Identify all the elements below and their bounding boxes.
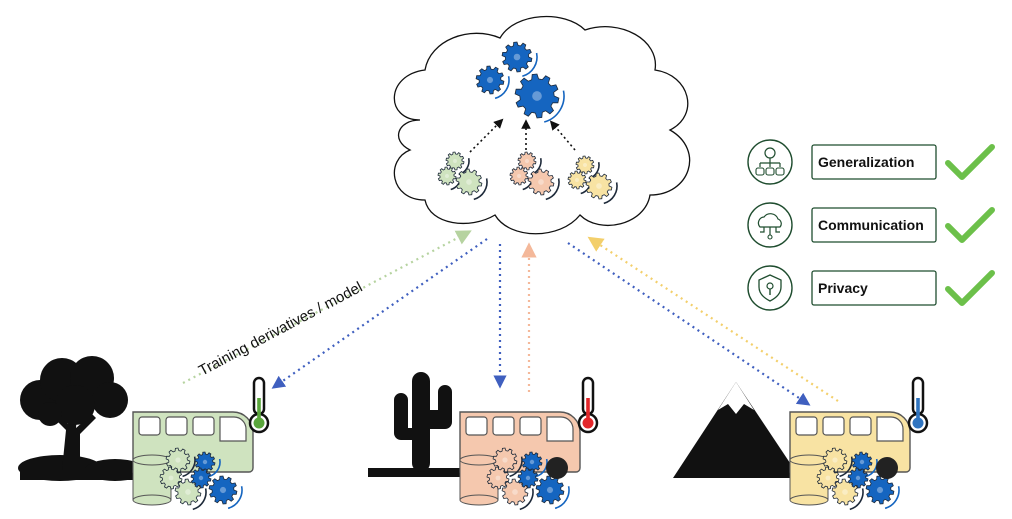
local-gear-icon xyxy=(517,467,539,489)
thermometer-icon xyxy=(577,376,599,434)
check-icon xyxy=(945,144,995,180)
benefit-row: Communication xyxy=(747,202,937,248)
benefit-label-box xyxy=(811,270,937,306)
local-gear-icon xyxy=(190,467,212,489)
shield-lock-icon xyxy=(747,265,793,311)
benefit-label-box xyxy=(811,207,937,243)
local-gear-icon xyxy=(521,451,548,478)
database-icon xyxy=(132,454,172,506)
database-icon xyxy=(789,454,829,506)
tree-icon xyxy=(18,356,145,481)
aggregated-local-gears xyxy=(437,151,618,205)
network-database-icon xyxy=(747,139,793,185)
benefit-row: Privacy xyxy=(747,265,937,311)
thermometer-icon xyxy=(248,376,270,434)
benefit-row: Generalization xyxy=(747,139,937,185)
local-gear-icon xyxy=(455,168,488,201)
local-gear-icon xyxy=(492,447,523,478)
global-gear-icon xyxy=(501,41,538,78)
client-3 xyxy=(673,382,800,478)
upload-arrow-client-3 xyxy=(587,236,839,402)
local-gear-icon xyxy=(194,451,221,478)
download-arrow-client-1 xyxy=(271,238,488,389)
local-gear-icon xyxy=(865,475,900,510)
global-model-gears xyxy=(475,41,565,123)
client-2 xyxy=(368,372,464,477)
check-icon xyxy=(945,207,995,243)
server-cloud xyxy=(393,15,691,235)
benefit-label: Generalization xyxy=(818,154,914,170)
global-gear-icon xyxy=(514,73,565,123)
thermometer-icon xyxy=(907,376,929,434)
local-gear-icon xyxy=(208,475,243,510)
local-gear-icon xyxy=(847,467,869,489)
check-marks xyxy=(945,144,995,306)
local-gear-icon xyxy=(159,466,183,490)
benefit-label: Privacy xyxy=(818,280,868,296)
check-icon xyxy=(945,270,995,306)
cloud-network-icon xyxy=(747,202,793,248)
local-gear-icon xyxy=(851,451,878,478)
bus-icon xyxy=(459,376,599,511)
local-gear-icon xyxy=(585,172,618,205)
local-gear-icon xyxy=(822,447,853,478)
bus-icon xyxy=(789,376,929,511)
benefit-label: Communication xyxy=(818,217,924,233)
cactus-icon xyxy=(368,372,464,477)
upload-arrow-client-1 xyxy=(182,230,472,384)
local-gear-icon xyxy=(165,447,196,478)
local-gear-icon xyxy=(527,168,560,201)
bus-icon xyxy=(132,376,270,511)
local-gear-icon xyxy=(535,475,570,510)
client-1 xyxy=(18,356,145,481)
client-buses xyxy=(132,376,929,511)
global-gear-icon xyxy=(475,65,510,100)
local-gear-icon xyxy=(816,466,840,490)
local-gear-icon xyxy=(486,466,510,490)
aggregation-arrows xyxy=(469,118,576,153)
benefit-label-box xyxy=(811,144,937,180)
communication-arrows xyxy=(182,230,839,406)
mountain-icon xyxy=(673,382,800,478)
local-gear-icon xyxy=(575,155,600,180)
arrow-label: Training derivatives / model xyxy=(196,279,365,380)
